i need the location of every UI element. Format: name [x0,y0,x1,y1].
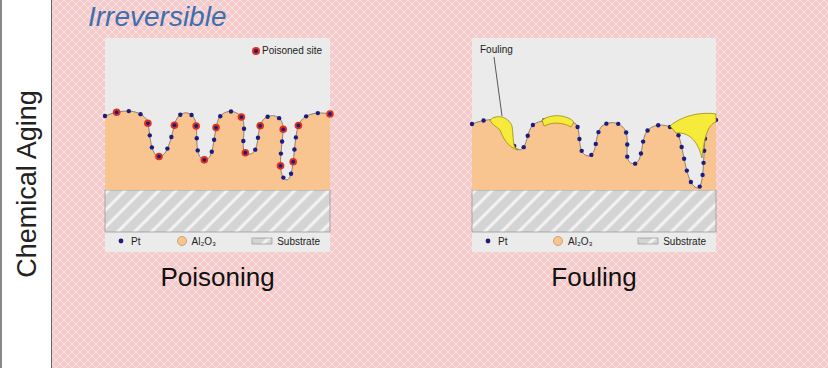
leader-line [494,57,502,116]
callout-label: Fouling [480,44,513,55]
panel-caption: Poisoning [105,262,330,293]
legend-item: Substrate [637,236,706,247]
legend-text: Substrate [277,236,320,247]
panel-caption: Fouling [472,262,716,293]
title: Irreversible [88,1,226,33]
legend: Pt Al₂O₃ Substrate [472,230,716,252]
substrate-sample [251,236,273,246]
legend-item: Al₂O₃ [552,236,593,247]
legend-text: Al₂O₃ [568,236,593,247]
legend-item: Substrate [251,236,320,247]
pt-sample [482,236,494,246]
legend-item: Pt [115,236,140,247]
color-swatch [552,236,564,246]
legend-item: Pt [482,236,507,247]
legend: Pt Al₂O₃ Substrate [105,230,330,252]
legend-text: Substrate [663,236,706,247]
pt-sample [115,236,127,246]
legend-text: Pt [498,236,507,247]
side-band: Chemical Aging [0,0,52,368]
substrate-sample [637,236,659,246]
fouling-figure [470,38,718,252]
callout-label: Poisoned site [262,45,322,56]
legend-item: Al₂O₃ [176,236,217,247]
fouling-deposit [490,113,716,158]
poisoning-figure [103,38,334,252]
figure-panel: Pt Al₂O₃ SubstratePoisoning [105,38,330,293]
pink-ground [52,0,828,368]
legend-text: Pt [131,236,140,247]
legend-text: Al₂O₃ [192,236,217,247]
band-label: Chemical Aging [11,90,42,278]
figure-panel: PtAl₂O₃SubstrateFouling [472,38,716,293]
color-swatch [176,236,188,246]
